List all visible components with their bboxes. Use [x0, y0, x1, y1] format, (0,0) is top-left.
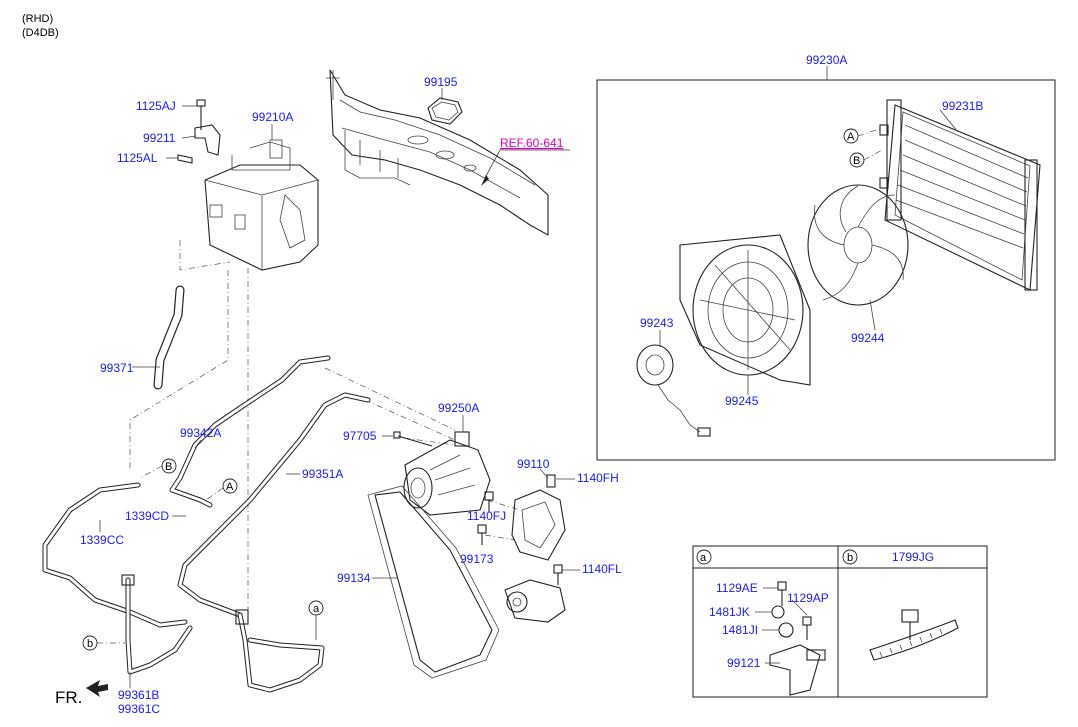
- reference-link[interactable]: REF.60-641: [500, 136, 564, 150]
- svg-text:B: B: [853, 155, 860, 167]
- detail-table: [692, 545, 988, 698]
- label-1125AJ: 1125AJ: [136, 99, 176, 113]
- label-99210A: 99210A: [252, 110, 293, 124]
- callout-B-condenser[interactable]: B: [849, 152, 865, 168]
- detail-b-title: 1799JG: [892, 550, 934, 564]
- label-1339CC: 1339CC: [80, 533, 124, 547]
- pad-99195: [427, 88, 463, 125]
- bolt-1125AJ: [196, 99, 206, 130]
- label-99371: 99371: [100, 361, 134, 375]
- hose-99361: [42, 482, 325, 693]
- callout-A-left[interactable]: A: [222, 478, 238, 494]
- accumulator-99210A: [204, 139, 319, 271]
- belt-99134: [367, 485, 500, 679]
- detail-header-a: a: [696, 549, 712, 565]
- label-99231B: 99231B: [942, 99, 983, 113]
- detail-a-1129AE: 1129AE: [716, 581, 758, 595]
- detail-header-b: b: [842, 549, 858, 565]
- bracket-99211: [194, 124, 221, 156]
- svg-text:b: b: [847, 552, 853, 564]
- svg-text:A: A: [226, 481, 234, 493]
- label-99361B: 99361B: [118, 688, 159, 702]
- label-99351A: 99351A: [302, 467, 343, 481]
- fan-99244: [807, 184, 909, 306]
- header-rhd: (RHD): [22, 13, 53, 25]
- front-marker: FR.: [55, 688, 82, 707]
- svg-text:a: a: [313, 603, 320, 615]
- label-1339CD: 1339CD: [125, 509, 169, 523]
- label-1140FL: 1140FL: [582, 562, 622, 576]
- label-99243: 99243: [640, 316, 674, 330]
- label-99244: 99244: [851, 331, 885, 345]
- bolt-1140FL: [553, 564, 563, 585]
- bracket-99110: [511, 474, 566, 561]
- callout-a-left[interactable]: a: [308, 600, 324, 616]
- label-1140FJ: 1140FJ: [467, 509, 506, 523]
- svg-text:B: B: [165, 461, 172, 473]
- detail-a-hardware: [769, 581, 826, 696]
- detail-a-1481JK: 1481JK: [709, 605, 750, 619]
- label-99250A: 99250A: [438, 401, 479, 415]
- svg-text:a: a: [700, 552, 707, 564]
- radiator-support-panel: [326, 69, 549, 236]
- bolt-1125AL: [177, 154, 193, 164]
- label-99195: 99195: [424, 75, 458, 89]
- label-1140FH: 1140FH: [577, 471, 619, 485]
- label-97705: 97705: [343, 429, 377, 443]
- label-99134: 99134: [337, 571, 371, 585]
- tensioner: [504, 579, 566, 623]
- label-99211: 99211: [143, 131, 176, 145]
- pipe-99351A: [177, 392, 371, 618]
- hose-99371: [153, 285, 185, 390]
- svg-text:A: A: [847, 131, 855, 143]
- label-99245: 99245: [725, 394, 759, 408]
- condenser-99231B: [879, 99, 1041, 291]
- detail-a-1129AP: 1129AP: [787, 591, 829, 605]
- callout-B-left[interactable]: B: [161, 458, 177, 474]
- callout-A-condenser[interactable]: A: [843, 128, 859, 144]
- label-99173: 99173: [460, 552, 494, 566]
- callout-b-left[interactable]: b: [82, 635, 98, 651]
- front-arrow-icon: [86, 680, 108, 697]
- label-1125AL: 1125AL: [117, 151, 158, 165]
- label-99361C: 99361C: [118, 702, 160, 716]
- label-99230A: 99230A: [806, 53, 847, 67]
- detail-a-99121: 99121: [727, 656, 761, 670]
- label-99110: 99110: [517, 457, 550, 471]
- detail-b-cable-tie: [869, 609, 959, 661]
- motor-99243: [636, 344, 711, 437]
- reference-arrow-icon: [481, 175, 489, 186]
- bolt-99173: [477, 524, 487, 545]
- bolt-1140FJ: [484, 491, 494, 512]
- pipe-99342A: [169, 355, 331, 508]
- header-engine: (D4DB): [22, 27, 59, 39]
- detail-a-1481JI: 1481JI: [722, 623, 758, 637]
- shroud-99245: [679, 234, 811, 386]
- bolt-97705: [393, 431, 433, 447]
- svg-text:b: b: [87, 638, 93, 650]
- label-99342A: 99342A: [180, 426, 221, 440]
- condenser-fan-frame: [596, 79, 1056, 461]
